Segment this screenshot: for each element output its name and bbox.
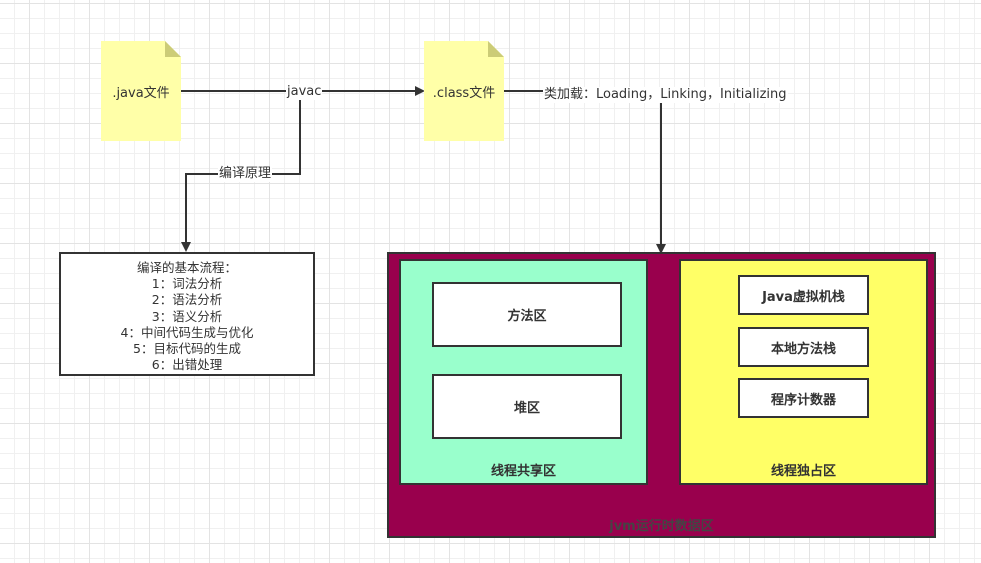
compile-step: 2：语法分析 — [151, 292, 223, 308]
method-area-label: 方法区 — [507, 309, 547, 324]
java-file-label: .java文件 — [112, 85, 170, 101]
jvm-runtime-title: jvm运行时数据区 — [609, 519, 714, 534]
thread-private-title: 线程独占区 — [770, 464, 836, 479]
java-file-note[interactable]: .java文件 — [101, 41, 181, 141]
class-file-note[interactable]: .class文件 — [424, 41, 504, 141]
compile-step: 3：语义分析 — [151, 308, 223, 324]
compile-step: 5：目标代码的生成 — [133, 341, 241, 357]
jvm-stack-label: Java虚拟机栈 — [762, 289, 845, 305]
program-counter-label: 程序计数器 — [770, 392, 836, 408]
heap-area-box[interactable]: 堆区 — [432, 374, 622, 439]
program-counter-box[interactable]: 程序计数器 — [738, 378, 869, 418]
native-method-stack-label: 本地方法栈 — [770, 341, 836, 357]
compile-step: 1：词法分析 — [151, 276, 223, 292]
class-file-label: .class文件 — [432, 85, 496, 101]
native-method-stack-box[interactable]: 本地方法栈 — [738, 327, 869, 367]
edge-label-compile-principle: 编译原理 — [218, 166, 273, 182]
compile-steps-title: 编译的基本流程： — [136, 260, 237, 275]
edge-label-javac: javac — [286, 84, 323, 100]
compile-step: 6：出错处理 — [151, 357, 223, 373]
edge-label-class-loading: 类加载：Loading，Linking，Initializing — [543, 87, 788, 103]
compile-step: 4：中间代码生成与优化 — [120, 324, 254, 340]
heap-area-label: 堆区 — [513, 401, 540, 416]
compile-steps-box[interactable]: 编译的基本流程： 1：词法分析 2：语法分析 3：语义分析 4：中间代码生成与优… — [59, 252, 315, 376]
method-area-box[interactable]: 方法区 — [432, 282, 622, 347]
thread-shared-title: 线程共享区 — [490, 464, 556, 479]
jvm-stack-box[interactable]: Java虚拟机栈 — [738, 275, 869, 315]
